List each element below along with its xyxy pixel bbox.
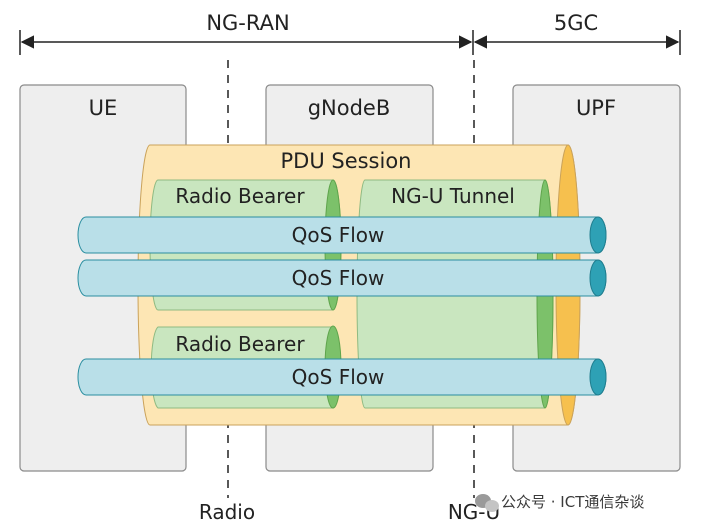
radio-bearer-1-label: Radio Bearer [175,184,305,208]
ue-label: UE [89,96,118,120]
pdu-session-label: PDU Session [280,149,411,173]
watermark: 公众号 · ICT通信杂谈 [475,493,644,512]
qos-flow-2: QoS Flow [77,259,607,297]
qos-flow-3: QoS Flow [77,358,607,396]
gnodeb-label: gNodeB [308,96,391,120]
5gc-span: 5GC [473,11,681,55]
5gc-label: 5GC [554,11,598,35]
radio-bearer-2-label: Radio Bearer [175,332,305,356]
qos-flow-3-label: QoS Flow [292,365,385,389]
radio-interface-label: Radio [199,500,255,524]
qos-flow-2-label: QoS Flow [292,266,385,290]
upf-label: UPF [576,96,616,120]
ng-ran-span: NG-RAN [19,11,474,55]
qos-flow-1: QoS Flow [77,216,607,254]
watermark-text: 公众号 · ICT通信杂谈 [501,493,644,511]
ng-ran-label: NG-RAN [206,11,289,35]
ngu-tunnel-label: NG-U Tunnel [391,184,515,208]
qos-flow-1-label: QoS Flow [292,223,385,247]
wechat-icon [475,494,499,512]
